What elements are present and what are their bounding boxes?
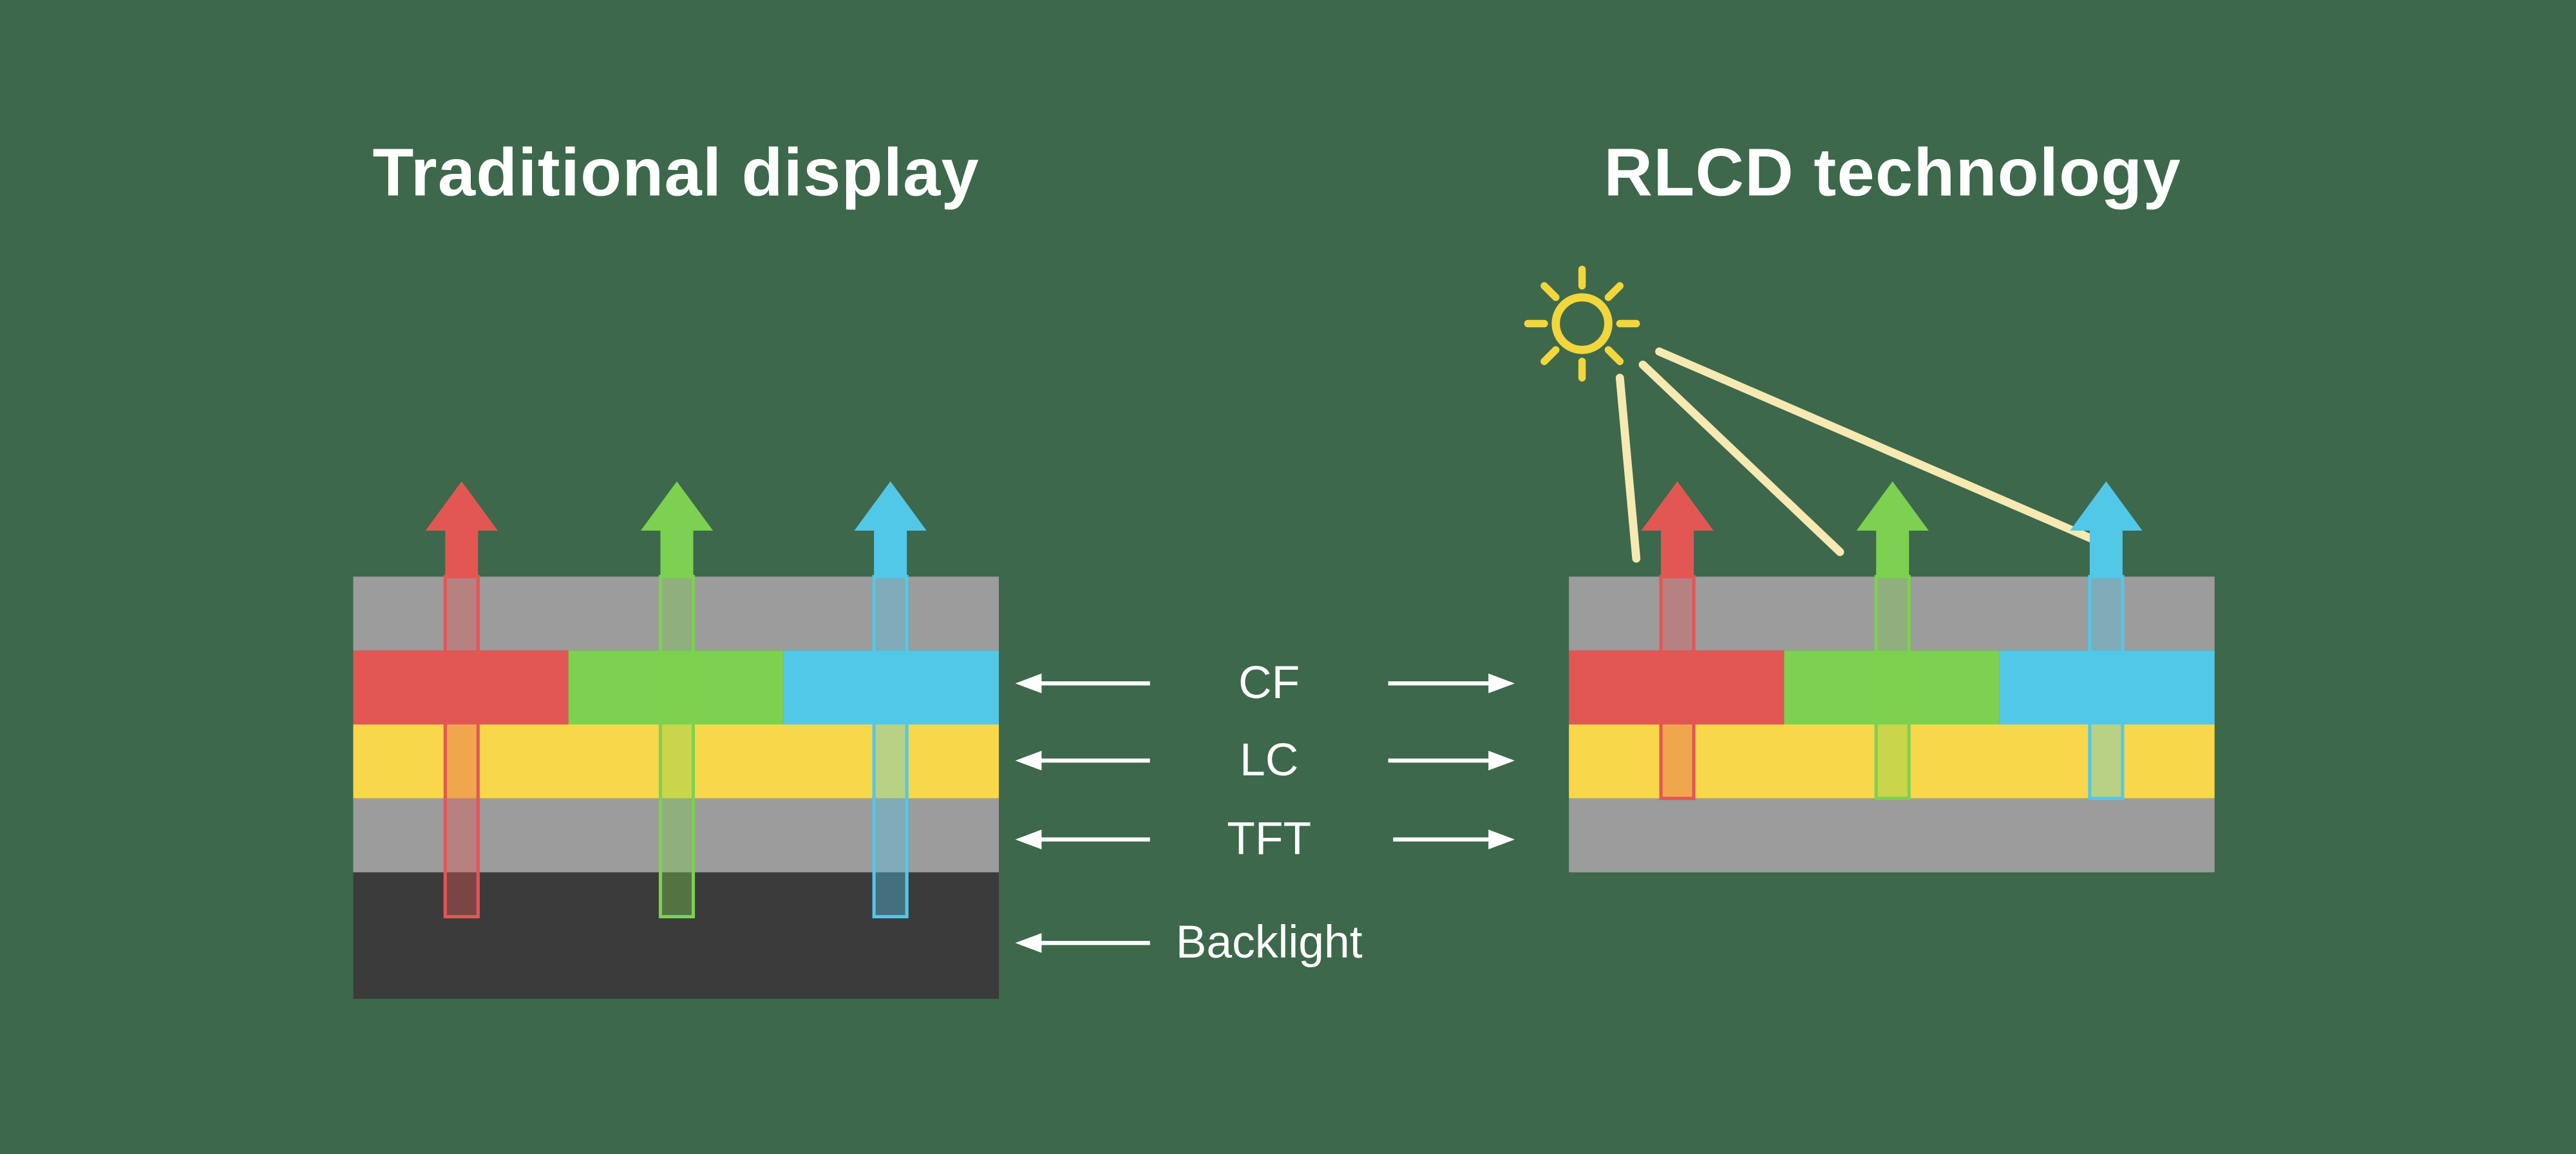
tft-label: TFT: [1227, 813, 1312, 864]
lc-label: LC: [1239, 734, 1299, 786]
backlight-layer: [353, 872, 999, 999]
backlight-pointer-arrow: [1015, 932, 1150, 953]
tft-layer-right: [1569, 798, 2215, 873]
cf-label: CF: [1238, 657, 1300, 708]
rlcd-display-stack: [1569, 576, 2215, 873]
traditional-display-title: Traditional display: [372, 135, 980, 211]
tft-layer-left: [353, 798, 999, 873]
liquid-crystal-layer-right: [1569, 724, 2215, 799]
cf-green-segment: [568, 650, 784, 724]
sun-icon: [1524, 265, 1640, 382]
cf-red-segment: [1569, 650, 1785, 724]
color-filter-layer-right: [1569, 650, 2215, 724]
cf-cyan-segment: [1999, 650, 2215, 724]
traditional-display-stack: [353, 576, 999, 999]
cf-cyan-segment: [783, 650, 999, 724]
glass-layer-right: [1569, 576, 2215, 651]
rlcd-technology-title: RLCD technology: [1604, 135, 2182, 211]
cf-red-segment: [353, 650, 569, 724]
backlight-label: Backlight: [1175, 916, 1363, 968]
color-filter-layer-left: [353, 650, 999, 724]
glass-layer-left: [353, 576, 999, 651]
sunlight-beams: [1615, 347, 2104, 563]
liquid-crystal-layer-left: [353, 724, 999, 799]
cf-green-segment: [1784, 650, 2000, 724]
